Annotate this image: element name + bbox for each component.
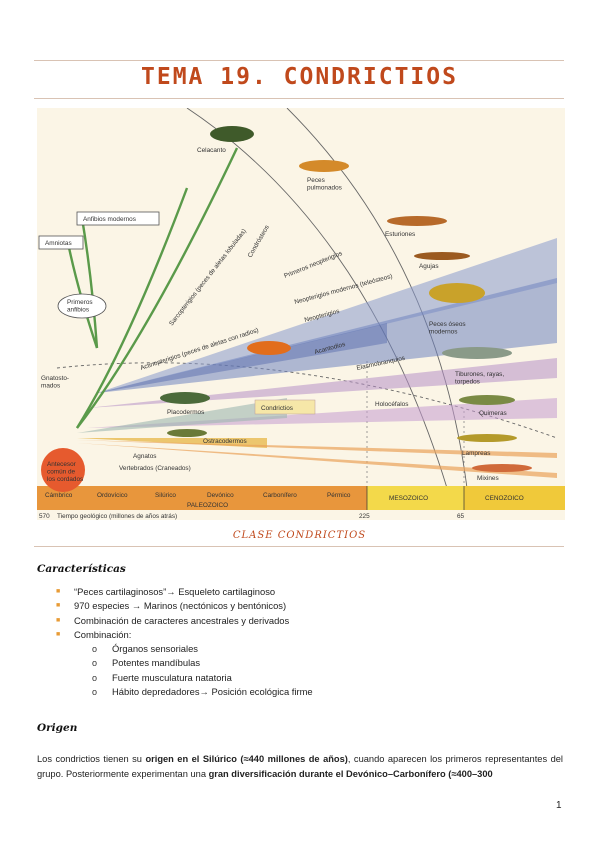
era-label: PALEOZOICO <box>187 502 228 509</box>
list-item: Combinación: Órganos sensoriales Potente… <box>56 628 313 700</box>
label-quimeras: Quimeras <box>479 410 507 417</box>
label-agujas: Agujas <box>419 263 439 270</box>
caption-rule <box>34 546 564 547</box>
sub-list-item: Órganos sensoriales <box>74 642 313 657</box>
label-esturiones: Esturiones <box>385 231 415 238</box>
box-amniotas <box>38 235 84 250</box>
figure-caption: CLASE CONDRICTIOS <box>232 530 367 541</box>
label-sarcopterigios: Sarcopterigios (peces de aletas lobulada… <box>168 228 248 327</box>
axis-label: Tiempo geológico (millones de años atrás… <box>57 513 177 520</box>
sub-list-item: Potentes mandíbulas <box>74 656 313 671</box>
caracteristicas-list: “Peces cartilaginosos”→ Esqueleto cartil… <box>56 585 313 700</box>
tick-label: 570 <box>39 513 50 520</box>
phylogeny-figure: Cámbrico Ordovícico Silúrico Devónico Ca… <box>37 108 565 520</box>
page-title: TEMA 19. CONDRICTIOS <box>141 64 458 90</box>
bold-run: origen en el Silúrico (≈440 millones de … <box>145 754 348 764</box>
text-run: , cuando aparecen los primeros represent… <box>37 754 563 779</box>
label-condrosteos: Condrósteos <box>247 224 271 259</box>
label-condrictios: Condrictios <box>261 405 293 412</box>
list-item: Combinación de caracteres ancestrales y … <box>56 614 313 629</box>
period-label: Devónico <box>207 492 234 499</box>
era-label: CENOZOICO <box>485 495 524 502</box>
period-label: Ordovícico <box>97 492 128 499</box>
tick-label: 65 <box>457 513 465 520</box>
list-item-label: Combinación: <box>74 628 132 640</box>
section-heading-caracteristicas: Características <box>37 563 126 575</box>
tick-label: 225 <box>359 513 370 520</box>
label-vertebrados: Vertebrados (Craneados) <box>119 465 191 472</box>
label-lampreas: Lampreas <box>462 450 490 457</box>
bold-run: gran diversificación durante el Devónico… <box>208 769 493 779</box>
label-primeros-neopterigios: Primeros neopterigios <box>283 250 343 280</box>
label-mixines: Mixines <box>477 475 499 482</box>
page-number: 1 <box>556 800 562 811</box>
text-run: Los condrictios tienen su <box>37 754 146 764</box>
label-agnatos: Agnatos <box>133 453 156 460</box>
title-rule <box>34 98 564 99</box>
label-amniotas: Amniotas <box>45 240 72 247</box>
sub-list: Órganos sensoriales Potentes mandíbulas … <box>74 642 313 699</box>
label-celacanto: Celacanto <box>197 147 226 154</box>
label-holocefalos: Holocéfalos <box>375 401 408 408</box>
period-label: Cámbrico <box>45 492 73 499</box>
label-ostracodermos: Ostracodermos <box>203 438 247 445</box>
list-item: 970 especies → Marinos (nectónicos y ben… <box>56 599 313 614</box>
label-placodermos: Placodermos <box>167 409 204 416</box>
period-label: Pérmico <box>327 492 351 499</box>
label-anfibios-modernos: Anfibios modernos <box>83 216 136 223</box>
section-heading-origen: Origen <box>37 722 78 734</box>
sub-list-item: Hábito depredadores→ Posición ecológica … <box>74 685 313 700</box>
sub-list-item: Fuerte musculatura natatoria <box>74 671 313 686</box>
phylogeny-diagram: Cámbrico Ordovícico Silúrico Devónico Ca… <box>37 108 565 520</box>
origen-paragraph: Los condrictios tienen su origen en el S… <box>37 752 563 782</box>
label-tiburones: Tiburones, rayas,torpedos <box>455 371 504 386</box>
top-rule <box>34 60 564 61</box>
period-label: Silúrico <box>155 492 176 499</box>
list-item: “Peces cartilaginosos”→ Esqueleto cartil… <box>56 585 313 600</box>
period-label: Carbonífero <box>263 492 297 499</box>
label-gnatostomados: Gnatosto-mados <box>41 375 69 390</box>
fish-icon <box>160 126 532 472</box>
box-anfibios-modernos <box>76 211 160 226</box>
era-label: MESOZOICO <box>389 495 428 502</box>
